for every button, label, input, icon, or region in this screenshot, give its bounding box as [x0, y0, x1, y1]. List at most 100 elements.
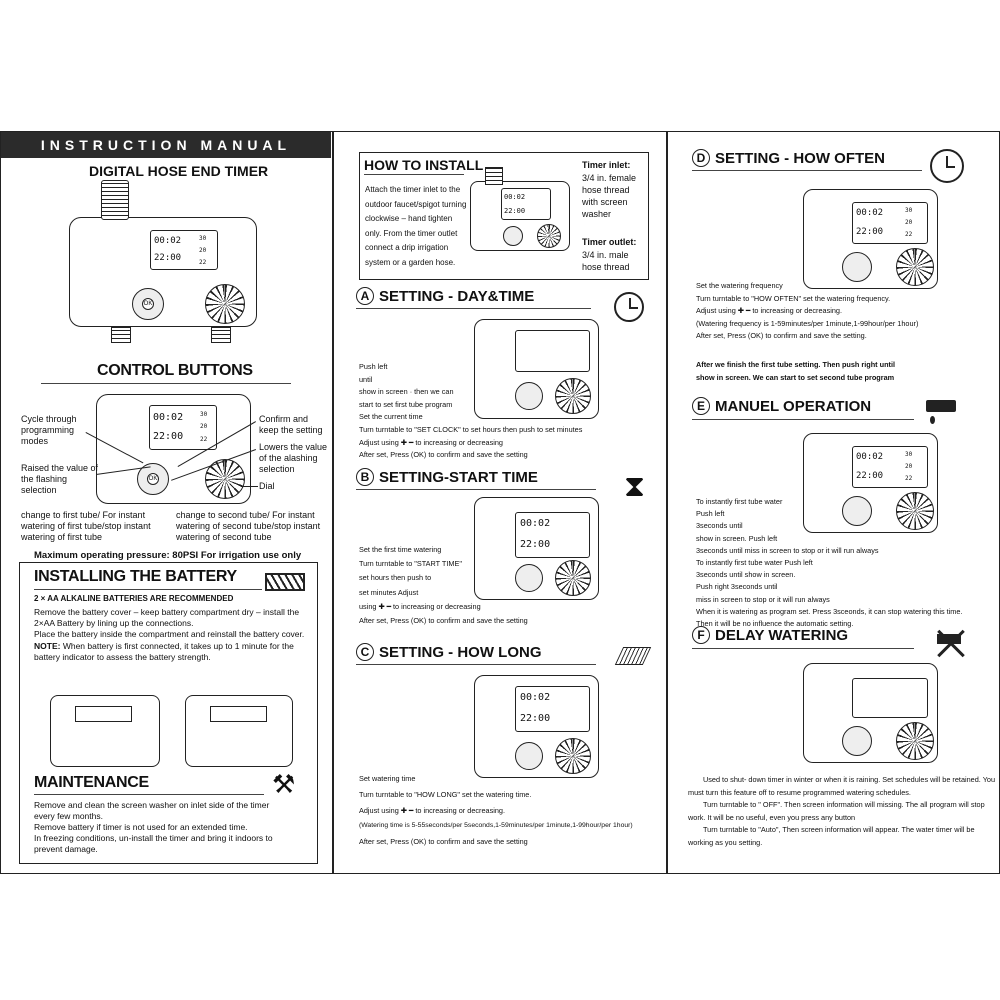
sec-e-line: show in screen. Push left — [696, 533, 778, 543]
sec-c-line: (Watering time is 5-55seconds/per 5secon… — [359, 822, 633, 830]
timer-illustration-top: 00:02 22:00 30 20 22 OK — [69, 217, 257, 327]
lcd-val-3: 22 — [199, 259, 207, 266]
install-section: HOW TO INSTALL Attach the timer inlet to… — [359, 152, 649, 280]
clock-hand-2 — [946, 166, 955, 168]
dial-icon-2 — [205, 459, 245, 499]
battery-title: INSTALLING THE BATTERY — [34, 568, 237, 585]
lcd-time-b1: 00:02 — [520, 518, 551, 529]
section-f-p2: Turn turntable to " OFF". Then screen in… — [688, 800, 985, 822]
lcd-val-1: 30 — [199, 235, 207, 242]
section-a-heading: SETTING - DAY&TIME — [379, 287, 535, 305]
section-d-heading: SETTING - HOW OFTEN — [715, 149, 885, 167]
button-pad-install — [503, 226, 523, 246]
outlet-left — [111, 327, 131, 343]
install-text: Attach the timer inlet to the outdoor fa… — [365, 185, 467, 267]
lcd-val-1b: 30 — [200, 411, 208, 418]
section-f-p3: Turn turntable to "Auto", Then screen in… — [688, 825, 975, 847]
sec-c-line: Turn turntable to "HOW LONG" set the wat… — [359, 789, 532, 799]
inlet-label: Timer inlet: — [582, 160, 631, 170]
callout-cycle: Cycle through programming modes — [21, 414, 77, 446]
hourglass-icon: ⧗ — [624, 470, 646, 503]
lcd-screen-c: 00:02 22:00 — [515, 686, 590, 732]
maintenance-rule — [34, 794, 264, 795]
control-buttons-title: CONTROL BUTTONS — [97, 362, 253, 379]
sec-e-line: 3seconds until — [696, 521, 743, 531]
clock-hand — [629, 298, 631, 309]
sec-b-line: After set, Press (OK) to confirm and sav… — [359, 616, 528, 626]
section-f-p1: Used to shut- down timer in winter or wh… — [688, 775, 996, 797]
section-b-title: B SETTING-START TIME — [356, 468, 538, 486]
lcd-time-2c: 22:00 — [504, 207, 526, 215]
sec-a-line: Push left — [359, 362, 388, 371]
battery-rule — [34, 589, 262, 590]
inlet-text: 3/4 in. female hose thread with screen w… — [582, 173, 637, 219]
section-d-text: Set the watering frequency Turn turntabl… — [696, 280, 996, 343]
sec-e-line: To instantly first tube water — [696, 497, 783, 506]
section-f-heading: DELAY WATERING — [715, 626, 849, 644]
inlet-connector-install — [485, 167, 503, 185]
lcd-val-d1: 30 — [905, 207, 913, 214]
sec-d-line: (Watering frequency is 1-59minutes/per 1… — [696, 318, 919, 328]
section-letter: C — [356, 643, 374, 661]
dial-icon-install — [537, 224, 561, 248]
section-b-rule — [356, 489, 596, 490]
ruler-icon — [614, 647, 652, 665]
dial-icon-c — [555, 738, 591, 774]
timer-illustration-c: 00:02 22:00 — [474, 675, 599, 778]
callout-dial: Dial — [259, 481, 275, 491]
inlet-connector — [101, 180, 129, 220]
section-c-text: Set watering time Turn turntable to "HOW… — [359, 771, 664, 850]
lcd-val-e1: 30 — [905, 451, 913, 458]
button-pad — [132, 288, 164, 320]
battery-compartment-illus-2 — [185, 695, 293, 767]
dial-icon-f — [896, 722, 934, 760]
battery-note: NOTE: When battery is first connected, i… — [34, 641, 314, 663]
lcd-time-2b: 22:00 — [153, 431, 184, 442]
battery-section: INSTALLING THE BATTERY 2 × AA ALKALINE B… — [19, 562, 318, 864]
dial-icon-b — [555, 560, 591, 596]
section-b-heading: SETTING-START TIME — [379, 468, 538, 486]
lcd-screen-e: 00:02 22:00 30 20 22 — [852, 446, 928, 488]
outlet-text: 3/4 in. male hose thread — [582, 250, 630, 272]
sec-a-line: Turn turntable to "SET CLOCK" to set hou… — [359, 424, 583, 434]
middle-panel: HOW TO INSTALL Attach the timer inlet to… — [333, 131, 667, 874]
sec-e-line: Then it will be no influence the automat… — [696, 619, 854, 629]
section-a-text: Push left until show in screen · then we… — [359, 361, 659, 462]
section-c-rule — [356, 664, 596, 665]
lcd-time-e1: 00:02 — [856, 452, 884, 462]
sec-e-line: 3seconds until show in screen. — [696, 570, 796, 580]
button-pad-a — [515, 382, 543, 410]
section-f-title: F DELAY WATERING — [692, 626, 848, 644]
clock-hand-2 — [629, 307, 638, 309]
no-water-icon — [933, 626, 967, 660]
product-title: DIGITAL HOSE END TIMER — [89, 163, 269, 179]
manual-banner: INSTRUCTION MANUAL — [1, 132, 331, 158]
clock-hand — [946, 156, 948, 168]
maintenance-p1: Remove and clean the screen washer on in… — [34, 800, 270, 821]
sec-e-line: miss in screen to stop or it will run al… — [696, 594, 830, 604]
sec-b-line: set hours then push to — [359, 573, 432, 583]
button-pad-d — [842, 252, 872, 282]
lcd-time-e2: 22:00 — [856, 471, 884, 481]
sec-e-line: Push left — [696, 509, 725, 519]
timer-illustration-d: 00:02 22:00 30 20 22 — [803, 189, 938, 289]
sec-b-line: Set the first time watering — [359, 545, 442, 554]
callout-lowers: Lowers the value of the alashing selecti… — [259, 442, 328, 474]
sec-b-line: set minutes Adjust — [359, 587, 419, 597]
button-pad-b — [515, 564, 543, 592]
battery-sub: 2 × AA ALKALINE BATTERIES ARE RECOMMENDE… — [34, 594, 234, 603]
pressure-note: Maximum operating pressure: 80PSI For ir… — [34, 550, 302, 561]
battery-slot-2 — [210, 706, 267, 722]
lcd-val-e3: 22 — [905, 475, 913, 482]
lcd-time-d1: 00:02 — [856, 208, 884, 218]
lcd-time-2: 22:00 — [154, 253, 182, 263]
sec-a-line: show in screen · then we can — [359, 387, 454, 397]
button-pad-f — [842, 726, 872, 756]
sec-c-line: Set watering time — [359, 774, 416, 783]
outlet-label: Timer outlet: — [582, 237, 637, 247]
timer-illustration-f — [803, 663, 938, 763]
section-e-rule — [692, 419, 914, 420]
sec-e-line: To instantly first tube water Push left — [696, 558, 813, 568]
sec-b-line: using ✚ ━ to increasing or decreasing — [359, 601, 481, 611]
section-e-heading: MANUEL OPERATION — [715, 397, 872, 415]
